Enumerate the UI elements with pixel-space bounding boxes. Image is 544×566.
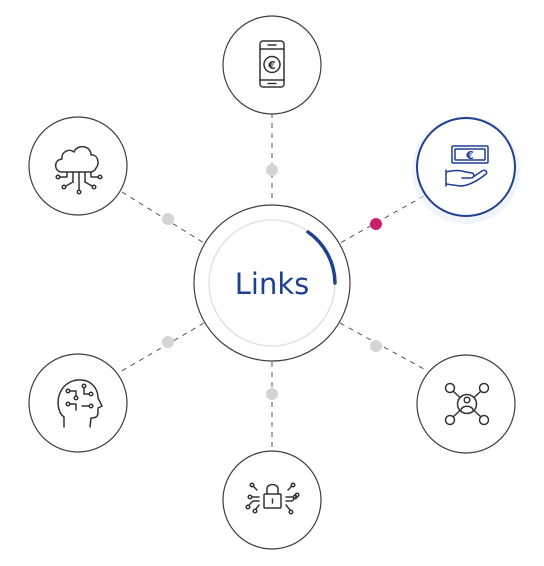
dot-bottom	[266, 388, 278, 400]
dot-top-left	[162, 213, 174, 225]
node-head-circuit[interactable]	[28, 353, 128, 453]
connector-top-right	[339, 195, 425, 244]
node-phone-euro[interactable]: €	[222, 15, 322, 115]
node-network-person[interactable]	[416, 354, 516, 454]
progress-arc	[306, 230, 337, 285]
lock-circuit-icon	[245, 482, 300, 515]
hand-banknote-euro-icon: €	[445, 145, 489, 187]
cloud-network-icon	[54, 146, 103, 195]
connector-bottom-left	[119, 322, 205, 373]
network-person-icon	[444, 382, 490, 426]
dot-top	[266, 164, 278, 176]
dot-bottom-right	[370, 340, 382, 352]
connectors	[119, 113, 425, 453]
node-lock-circuit[interactable]	[222, 450, 322, 550]
ai-head-icon	[57, 379, 103, 428]
node-hand-euro[interactable]: €	[412, 116, 520, 224]
euro-glyph: €	[267, 59, 276, 72]
center-label: Links	[235, 267, 310, 301]
connector-top-left	[121, 191, 205, 244]
euro-glyph-banknote: €	[465, 149, 474, 162]
mobile-euro-icon: €	[259, 40, 285, 88]
center-hub[interactable]: Links	[193, 204, 351, 362]
connector-dots	[162, 164, 382, 400]
dot-bottom-left	[162, 336, 174, 348]
node-cloud-network[interactable]	[28, 116, 128, 216]
dot-top-right-active	[370, 218, 382, 230]
